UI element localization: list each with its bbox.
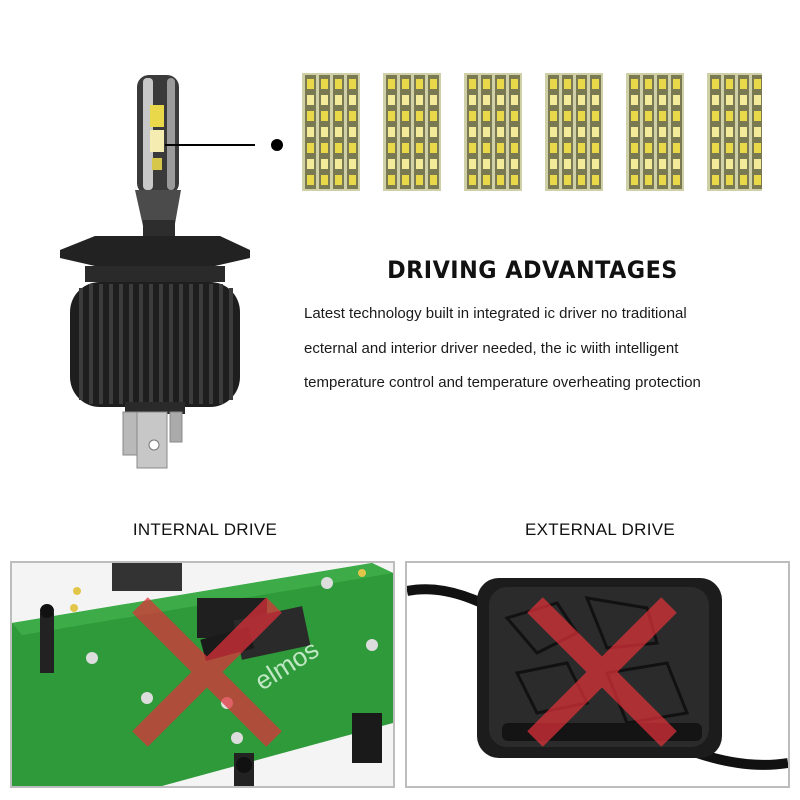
led-bulb-image xyxy=(60,75,255,469)
led-chip-strip-icon xyxy=(302,73,360,191)
led-chip-strip-icon xyxy=(545,73,603,191)
external-drive-caption: EXTERNAL DRIVE xyxy=(525,520,675,539)
led-chip-strip-icon xyxy=(707,73,762,191)
led-chip-strip-icon xyxy=(383,73,441,191)
description-line-2: ecternal and interior driver needed, the… xyxy=(304,340,679,357)
internal-drive-caption: INTERNAL DRIVE xyxy=(132,520,278,539)
external-drive-panel xyxy=(405,561,790,788)
headline: DRIVING ADVANTAGES xyxy=(387,256,678,284)
led-chip-strip-icon xyxy=(626,73,684,191)
pointer-dot-icon xyxy=(271,139,283,151)
led-chip-strip-icon xyxy=(464,73,522,191)
description-line-1: Latest technology built in integrated ic… xyxy=(304,305,687,322)
led-chip-strip-row xyxy=(302,73,762,191)
pcb-board-icon: elmos xyxy=(12,563,393,786)
description-line-3: temperature control and temperature over… xyxy=(304,374,701,391)
internal-drive-panel: elmos xyxy=(10,561,395,788)
external-driver-box-icon xyxy=(407,563,788,786)
cross-mark-icon xyxy=(527,597,677,747)
cross-mark-icon xyxy=(132,597,282,747)
